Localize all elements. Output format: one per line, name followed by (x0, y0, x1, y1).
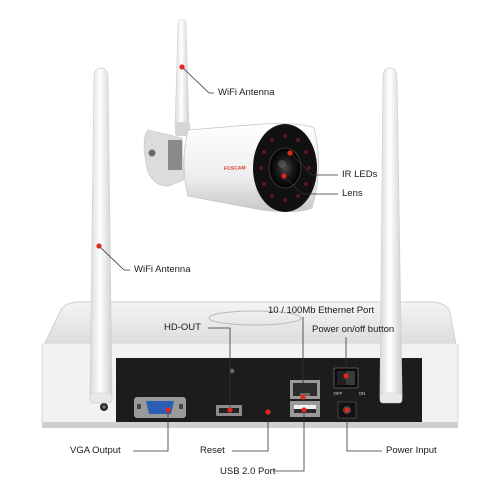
callout-ethernet-port: 10 / 100Mb Ethernet Port (268, 305, 375, 316)
marker-lens (281, 173, 287, 179)
camera-lens (268, 147, 302, 189)
switch-off-label: OFF (334, 391, 343, 396)
camera-mount (143, 129, 185, 187)
switch-on-label: ON (359, 391, 366, 396)
nvr-logo-ring (208, 310, 302, 326)
marker-power-input (344, 407, 350, 413)
callout-power-input: Power Input (386, 445, 437, 456)
nvr-base-edge (42, 422, 458, 428)
vga-port[interactable] (134, 397, 186, 418)
left-nvr-antenna (89, 67, 113, 404)
callout-hd-out: HD-OUT (164, 322, 201, 333)
callout-lines (98, 66, 382, 472)
callout-wifi-antenna-left: WiFi Antenna (134, 264, 191, 275)
callout-markers (96, 64, 350, 415)
callout-vga-output: VGA Output (70, 445, 121, 456)
marker-vga (165, 407, 171, 413)
callout-wifi-antenna-top: WiFi Antenna (218, 87, 275, 98)
hdmi-port-label: HD-OUT (221, 422, 239, 427)
marker-reset (265, 409, 271, 415)
right-nvr-antenna (379, 67, 403, 404)
marker-camera-antenna (179, 64, 185, 70)
lanusb-port-label: LAN&USB (294, 422, 315, 427)
callout-lens: Lens (342, 188, 363, 199)
ground-screw-icon (100, 403, 108, 411)
callout-reset: Reset (200, 445, 225, 456)
camera-brand: FOSCAM (224, 165, 246, 172)
ip-camera: FOSCAM (143, 18, 319, 212)
marker-ethernet (300, 394, 306, 400)
marker-usb (301, 407, 307, 413)
ir-led-ring (259, 134, 311, 202)
marker-nvr-antenna (96, 243, 102, 249)
camera-antenna (174, 18, 190, 136)
callout-usb-port: USB 2.0 Port (220, 466, 276, 477)
nvr-recorder: VGA HD-OUT RESET LAN&USB OFF ON (41, 301, 459, 428)
ethernet-port[interactable] (290, 380, 320, 399)
callout-ir-leds: IR LEDs (342, 169, 378, 180)
marker-power-switch (343, 373, 349, 379)
callout-power-switch: Power on/off button (312, 324, 395, 335)
marker-ir-leds (287, 150, 293, 156)
hdout-indicator (229, 368, 235, 374)
marker-hdout (227, 407, 233, 413)
nvr-top-cover (43, 301, 457, 346)
